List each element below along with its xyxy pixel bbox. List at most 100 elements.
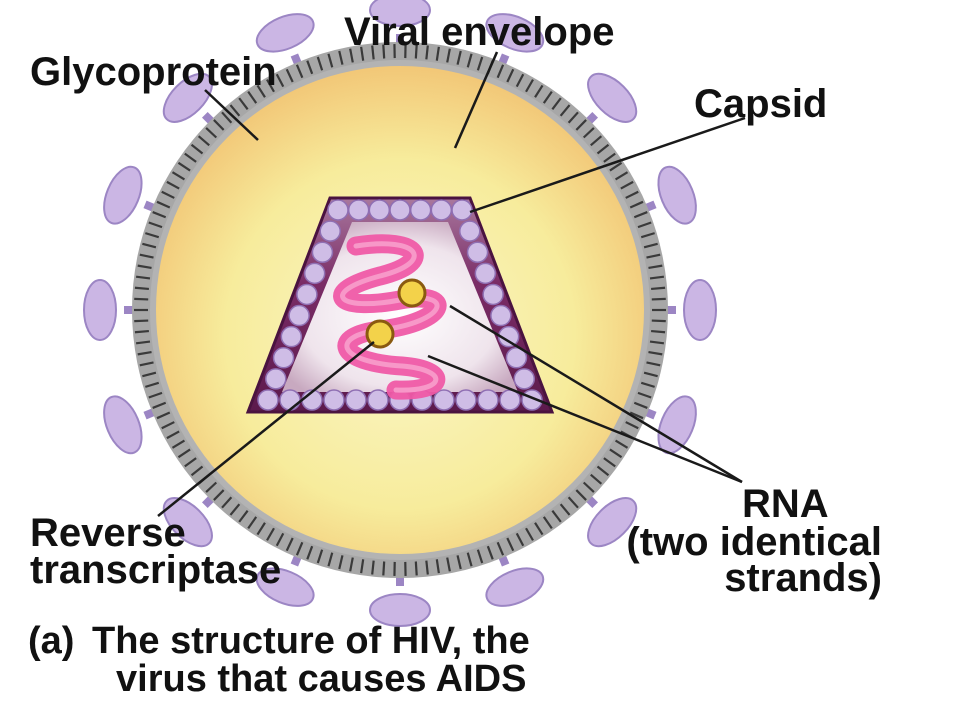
envelope-lipid-mark	[338, 50, 344, 65]
envelope-lipid-mark	[371, 45, 375, 60]
capsid-bead	[490, 304, 512, 327]
envelope-lipid-mark	[435, 46, 440, 61]
capsid-bead	[311, 241, 334, 263]
capsid-bead	[347, 199, 370, 221]
capsid-bead	[477, 389, 499, 411]
envelope-lipid-mark	[649, 275, 665, 280]
envelope-lipid-mark	[551, 97, 562, 110]
viral-envelope-label: Viral envelope	[344, 10, 615, 54]
envelope-lipid-mark	[425, 560, 429, 575]
envelope-lipid-mark	[177, 448, 191, 459]
envelope-lipid-mark	[643, 371, 658, 378]
envelope-lipid-mark	[184, 152, 197, 163]
envelope-lipid-mark	[625, 190, 639, 199]
envelope-lipid-mark	[190, 465, 204, 477]
envelope-lipid-mark	[551, 510, 562, 523]
envelope-lipid-mark	[637, 221, 652, 229]
glycoprotein-knob	[103, 395, 143, 455]
capsid-bead	[459, 220, 481, 242]
envelope-lipid-mark	[633, 211, 648, 219]
envelope-lipid-mark	[238, 97, 249, 110]
envelope-lipid-mark	[213, 119, 225, 131]
glycoprotein-knob	[369, 0, 431, 27]
glycoprotein-knob	[369, 593, 431, 627]
glycoprotein-spikes	[83, 0, 717, 627]
envelope-lipid-mark	[506, 68, 515, 83]
envelope-lipid-mark	[466, 552, 473, 567]
envelope-lipid-mark	[542, 516, 553, 530]
envelope-lipid-mark	[382, 561, 386, 576]
rna-leader-lower	[427, 354, 743, 484]
reverse-transcriptase-label-line1: Reverse	[30, 511, 186, 555]
envelope-lipid-mark	[197, 135, 210, 147]
envelope-lipid-mark	[360, 559, 365, 574]
envelope-lipid-mark	[145, 232, 160, 239]
capsid-bead	[513, 368, 535, 390]
capsid-bead	[368, 199, 391, 221]
capsid-bead	[367, 389, 389, 411]
envelope-lipid-mark	[247, 516, 258, 530]
glycoprotein-knob	[485, 13, 545, 53]
capsid-bead	[389, 199, 411, 221]
capsid-bead	[482, 283, 504, 306]
capsid-bead	[430, 199, 453, 221]
envelope-lipid-mark	[651, 329, 666, 334]
envelope-lipid-mark	[349, 48, 354, 63]
envelope-lipid-mark	[414, 44, 418, 59]
capsid-bead	[272, 347, 295, 369]
capsid-bead	[474, 262, 497, 285]
envelope-lipid-mark	[184, 457, 197, 468]
reverse-transcriptase-enzyme-upper	[397, 278, 427, 308]
envelope-lipid-mark	[134, 297, 149, 301]
envelope-lipid-mark	[221, 496, 233, 509]
envelope-lipid-mark	[496, 541, 505, 556]
envelope-lipid-mark	[646, 361, 661, 367]
capsid-bead	[279, 389, 301, 411]
capsid-bead	[345, 389, 367, 411]
envelope-lipid-mark	[382, 44, 386, 59]
capsid-bead	[319, 220, 341, 242]
capsid-bead	[296, 283, 318, 306]
envelope-lipid-mark	[135, 340, 151, 345]
envelope-lipid-mark	[266, 79, 275, 93]
glycoprotein-knob	[255, 567, 315, 607]
envelope-lipid-mark	[190, 143, 204, 155]
envelope-lipid-mark	[640, 232, 655, 239]
reverse-transcriptase-label-line2: transcriptase	[30, 548, 282, 592]
reverse-transcriptase-enzyme-lower	[365, 319, 395, 349]
envelope-lipid-mark	[135, 275, 151, 280]
glycoprotein-knob	[162, 497, 213, 548]
envelope-lipid-mark	[156, 200, 171, 209]
leader-lines	[157, 51, 746, 517]
envelope-lipid-mark	[446, 48, 451, 63]
envelope-lipid-mark	[506, 537, 515, 552]
envelope-lipid-mark	[629, 411, 644, 420]
glycoprotein-knob	[683, 279, 717, 341]
figure-caption-marker: (a)	[28, 620, 75, 662]
envelope-lipid-mark	[148, 221, 163, 229]
glycoprotein-knob	[657, 165, 697, 225]
envelope-lipid-mark	[542, 90, 553, 104]
envelope-lipid-mark	[590, 135, 603, 147]
envelope-lipid-mark	[205, 127, 218, 139]
envelope-lipid-mark	[134, 319, 149, 323]
envelope-lipid-mark	[156, 411, 171, 420]
envelope-lipid-mark	[567, 496, 579, 509]
capsid-bead	[451, 199, 473, 221]
envelope-lipid-mark	[306, 60, 314, 75]
figure-caption-line2: virus that causes AIDS	[116, 658, 527, 700]
envelope-lipid-mark	[456, 50, 462, 65]
capsid-bead	[466, 241, 489, 263]
envelope-lipid-mark	[435, 559, 440, 574]
envelope-lipid-mark	[649, 340, 665, 345]
envelope-lipid-mark	[306, 545, 314, 560]
envelope-lipid-mark	[360, 46, 365, 61]
rna-detail-line1: (two identical	[626, 520, 882, 564]
envelope-lipid-mark	[316, 549, 324, 564]
envelope-lipid-mark	[456, 555, 462, 570]
envelope-lipid-mark	[603, 152, 616, 163]
envelope-lipid-mark	[446, 557, 451, 572]
envelope-lipid-mark	[275, 532, 285, 547]
